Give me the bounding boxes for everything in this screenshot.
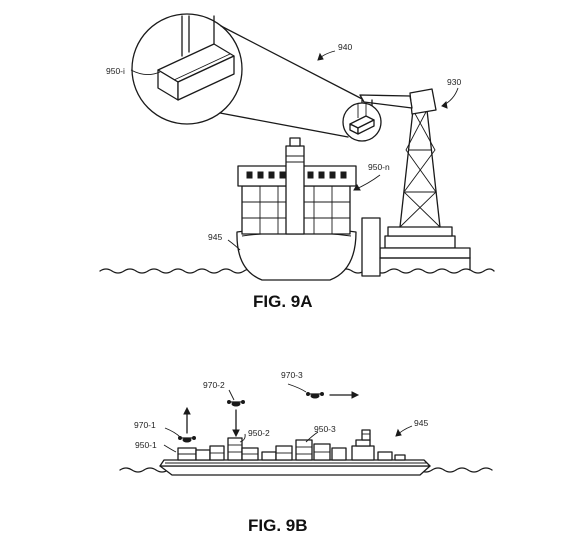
drone-970-3 [306, 391, 360, 399]
callout-line-upper [220, 25, 369, 103]
label-970-1: 970-1 [134, 420, 156, 430]
dock-pier [361, 217, 381, 277]
label-930: 930 [447, 77, 461, 87]
magnified-container-callout [131, 13, 243, 125]
small-callout-circle [342, 102, 382, 142]
label-940: 940 [338, 42, 352, 52]
container-stacks [177, 437, 347, 461]
cargo-ship-side [159, 429, 431, 476]
label-945-b: 945 [414, 418, 428, 428]
label-950-1: 950-1 [135, 440, 157, 450]
label-945-a: 945 [208, 232, 222, 242]
callout-line-lower [219, 112, 349, 138]
label-970-3: 970-3 [281, 370, 303, 380]
drone-970-2 [227, 400, 245, 438]
label-950-3: 950-3 [314, 424, 336, 434]
drone-970-1 [178, 406, 196, 443]
leader-950i [130, 69, 161, 75]
figure-9b: 970-1 970-2 970-3 950-1 950-2 950-3 945 … [119, 370, 493, 535]
caption-fig-9b: FIG. 9B [248, 516, 308, 535]
cargo-ship-front [236, 137, 357, 281]
figure-9a: 950-i 940 930 950-n 945 FIG. 9A [99, 13, 495, 311]
caption-fig-9a: FIG. 9A [253, 292, 313, 311]
leader-945a [227, 239, 241, 251]
label-950-i: 950-i [106, 66, 125, 76]
bridge-windows [246, 171, 347, 179]
label-950-2: 950-2 [248, 428, 270, 438]
label-950-n: 950-n [368, 162, 390, 172]
label-970-2: 970-2 [203, 380, 225, 390]
